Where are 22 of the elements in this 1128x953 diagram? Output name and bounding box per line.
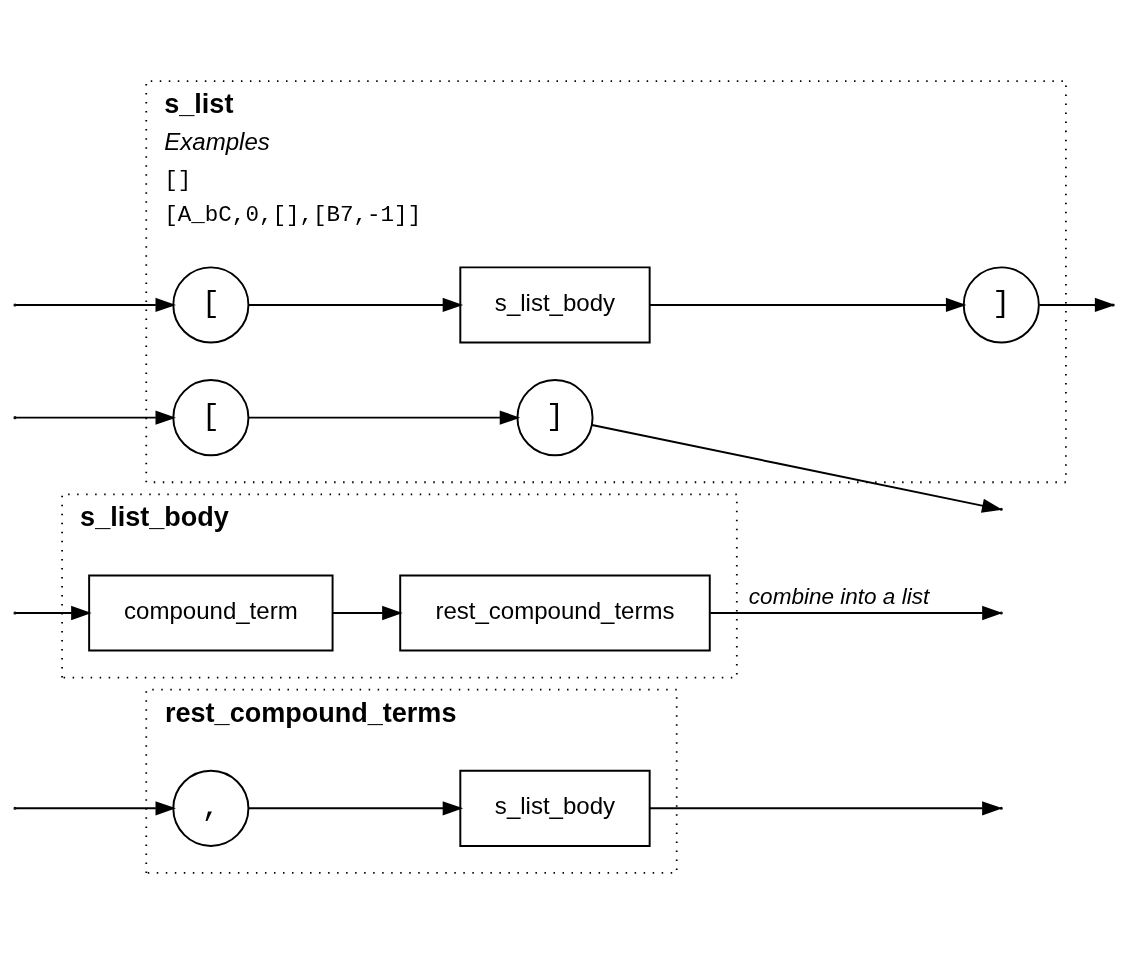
node-circle: , xyxy=(172,769,250,847)
edge-label: combine into a list xyxy=(748,583,930,609)
arrow xyxy=(14,410,176,425)
node-box: compound_term xyxy=(88,573,334,652)
node-circle: [ xyxy=(172,378,250,456)
arrow xyxy=(331,605,403,620)
arrow xyxy=(14,297,176,312)
node-circle: ] xyxy=(516,378,594,456)
arrow xyxy=(247,410,521,425)
arrow xyxy=(591,423,1003,513)
node-box: s_list_body xyxy=(459,769,651,847)
node-circle: [ xyxy=(172,265,250,343)
arrow xyxy=(247,297,464,312)
arrow xyxy=(247,800,464,815)
node-box: rest_compound_terms xyxy=(399,573,711,652)
arrow xyxy=(649,800,1003,815)
arrow xyxy=(709,605,1003,620)
arrow xyxy=(14,605,92,620)
arrow xyxy=(14,800,176,815)
node-box: s_list_body xyxy=(459,265,651,343)
arrow xyxy=(649,297,967,312)
node-circle: ] xyxy=(962,265,1040,343)
